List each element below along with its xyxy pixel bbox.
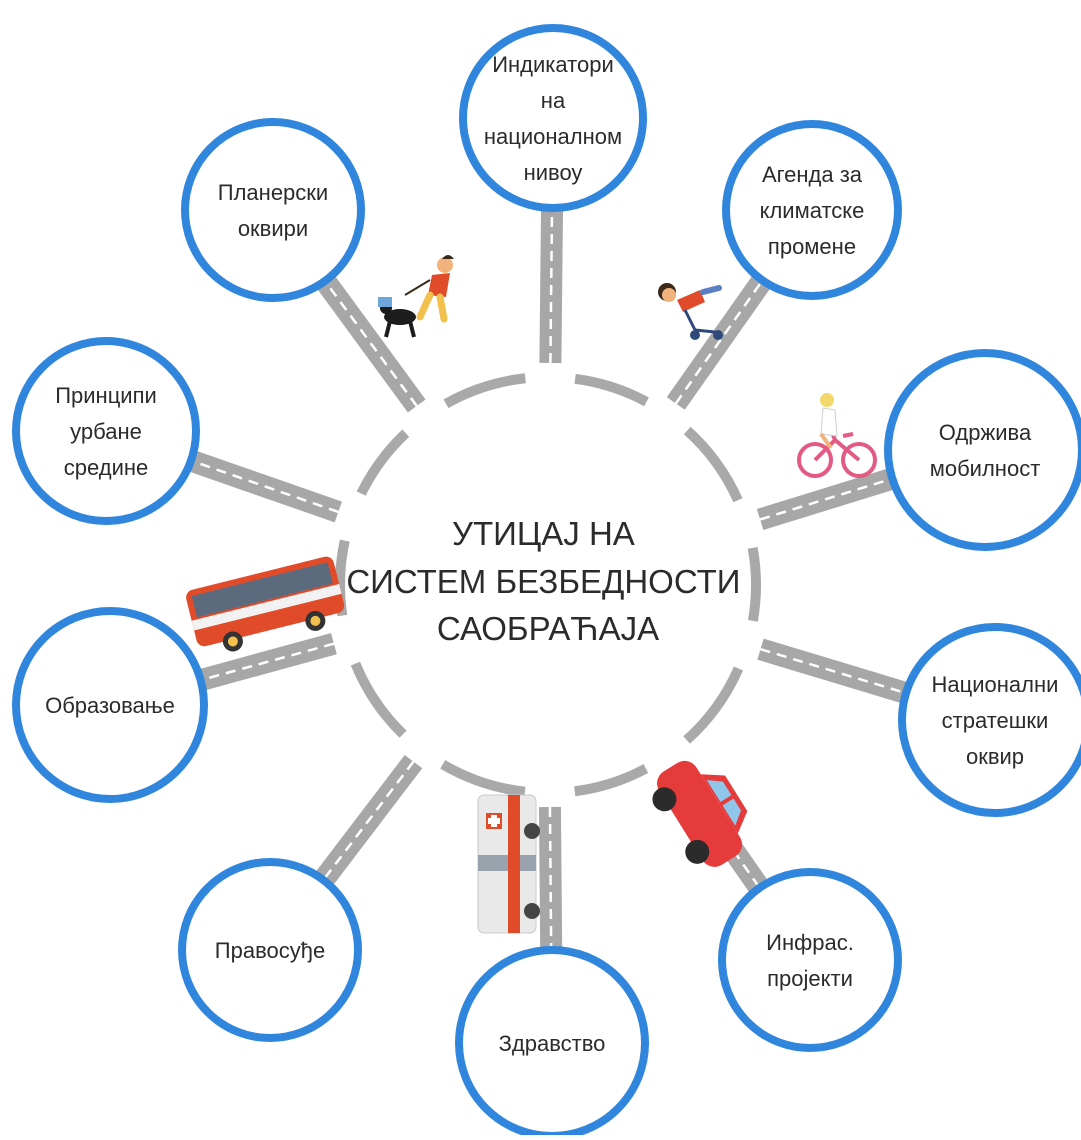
node-label-line: националном [484, 124, 622, 149]
node-label-line: Одржива [939, 420, 1032, 445]
node-label-line: нивоу [524, 160, 583, 185]
node-label-line: Правосуђе [215, 938, 325, 963]
scooter-rider-icon [658, 283, 723, 340]
node-label: Агенда за климатске промене [760, 162, 865, 259]
node-label: Образовање [45, 693, 175, 718]
node-circle [178, 858, 362, 1042]
cyclist-icon [797, 393, 877, 478]
node-label-line: Принципи [55, 383, 157, 408]
node-label: Правосуђе [215, 938, 325, 963]
ring-segment [356, 429, 410, 496]
node-label-line: Инфрас. [766, 930, 854, 955]
road-planerski [313, 271, 426, 413]
road-pravosudje [312, 754, 423, 890]
center-title-line-2: СИСТЕМ БЕЗБЕДНОСТИ [346, 563, 740, 600]
center-title-line-1: УТИЦАЈ НА [452, 515, 635, 552]
ring-segment [350, 661, 407, 738]
node-circle [718, 868, 902, 1052]
road-principi [183, 448, 342, 523]
road-nacionalni [757, 638, 913, 705]
ring-segment [443, 373, 526, 409]
node-infras: Инфрас. пројекти [718, 868, 902, 1052]
node-circle [12, 607, 208, 803]
roads-layer [183, 203, 913, 955]
node-label-line: пројекти [767, 966, 853, 991]
node-label-line: климатске [760, 198, 865, 223]
node-label-line: Индикатори [492, 52, 614, 77]
road-agenda [666, 270, 774, 410]
node-label-line: оквири [238, 216, 308, 241]
ring-segment [440, 760, 526, 797]
node-label: Планерски оквири [218, 180, 328, 241]
ring-segment [747, 546, 761, 622]
node-label: Здравство [499, 1031, 606, 1056]
nodes-layer: Индикатори на националном нивоу Агенда за кли… [12, 24, 1081, 1140]
node-label-line: Агенда за [762, 162, 863, 187]
ring-segment [683, 426, 743, 503]
node-label-line: стратешки [942, 708, 1049, 733]
node-indikatori: Индикатори на националном нивоу [459, 24, 647, 212]
node-circle [12, 337, 200, 525]
node-label: Национални стратешки оквир [932, 672, 1059, 769]
node-label-line: Планерски [218, 180, 328, 205]
ring-segment [574, 764, 649, 797]
node-circle [898, 623, 1081, 817]
node-obrazovanje: Образовање [12, 607, 208, 803]
bus-icon [186, 556, 345, 652]
road-zdravstvo [538, 806, 563, 955]
node-label-line: Здравство [499, 1031, 606, 1056]
node-planerski: Планерски оквири [181, 118, 365, 302]
node-label-line: средине [64, 455, 149, 480]
node-pravosudje: Правосуђе [178, 858, 362, 1042]
node-label-line: урбане [70, 419, 142, 444]
car-icon [652, 760, 748, 867]
node-circle [884, 349, 1081, 551]
node-label: Принципи урбане средине [55, 383, 157, 480]
road-obrazovanje [193, 633, 337, 692]
node-label-line: промене [768, 234, 856, 259]
node-label-line: мобилност [930, 456, 1041, 481]
ambulance-icon [477, 794, 540, 934]
node-label-line: оквир [966, 744, 1024, 769]
ring-segment [574, 373, 649, 407]
node-label-line: Образовање [45, 693, 175, 718]
node-zdravstvo: Здравство [455, 946, 649, 1140]
node-circle [181, 118, 365, 302]
node-label-line: на [541, 88, 566, 113]
node-label: Одржива мобилност [930, 420, 1041, 481]
node-label-line: Национални [932, 672, 1059, 697]
road-indikatori [539, 203, 564, 364]
center-title-line-3: САОБРАЋАЈА [437, 610, 659, 647]
node-label: Индикатори на националном нивоу [484, 52, 622, 185]
dog-walker-icon [378, 255, 454, 338]
node-principi: Принципи урбане средине [12, 337, 200, 525]
ring-segment [683, 666, 744, 744]
road-odrziva [756, 466, 900, 530]
node-circle [722, 120, 902, 300]
node-label: Инфрас. пројекти [766, 930, 854, 991]
node-nacionalni: Национални стратешки оквир [898, 623, 1081, 817]
node-odrziva: Одржива мобилност [884, 349, 1081, 551]
center-title: УТИЦАЈ НА СИСТЕМ БЕЗБЕДНОСТИ САОБРАЋАЈА [346, 515, 749, 647]
node-circle [459, 24, 647, 212]
node-agenda: Агенда за климатске промене [722, 120, 902, 300]
